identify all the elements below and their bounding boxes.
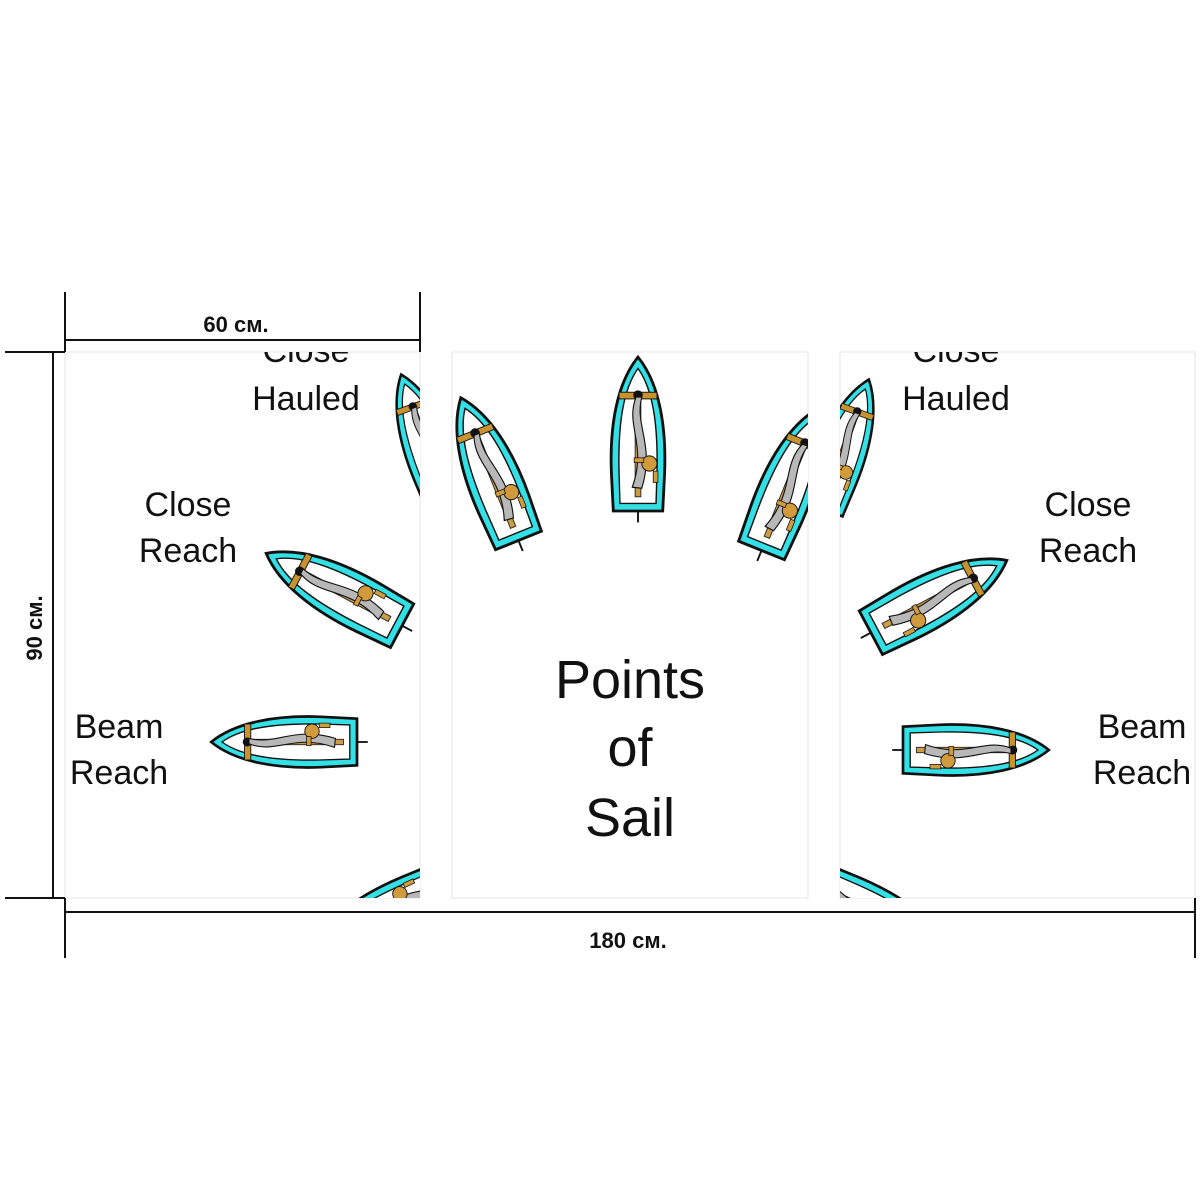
title-line2: of <box>607 718 653 778</box>
beam-reach-label-line2: Reach <box>70 754 168 792</box>
title-line1: Points <box>555 650 705 710</box>
panel-width-dimension: 60 см. <box>64 292 421 352</box>
panel-width-label: 60 см. <box>203 312 268 337</box>
close-hauled-label-line1: Close <box>263 332 350 370</box>
close-reach-label-line2: Reach <box>139 532 237 570</box>
total-width-dimension: 180 см. <box>64 898 1196 958</box>
close-hauled-label-line1-right: Close <box>913 332 1000 370</box>
close-reach-label-line2-right: Reach <box>1039 532 1137 570</box>
total-width-label: 180 см. <box>589 928 666 953</box>
beam-reach-label-line2-right: Reach <box>1093 754 1191 792</box>
close-reach-label-line1-right: Close <box>1045 486 1132 524</box>
close-reach-label-line1: Close <box>145 486 232 524</box>
beam-reach-label-line1: Beam <box>75 708 164 746</box>
title-line3: Sail <box>585 788 675 848</box>
beam-reach-label-line1-right: Beam <box>1098 708 1187 746</box>
close-hauled-label-line2: Hauled <box>252 380 360 418</box>
height-label: 90 см. <box>22 595 47 660</box>
close-hauled-label-line2-right: Hauled <box>902 380 1010 418</box>
height-dimension: 90 см. <box>5 351 65 899</box>
